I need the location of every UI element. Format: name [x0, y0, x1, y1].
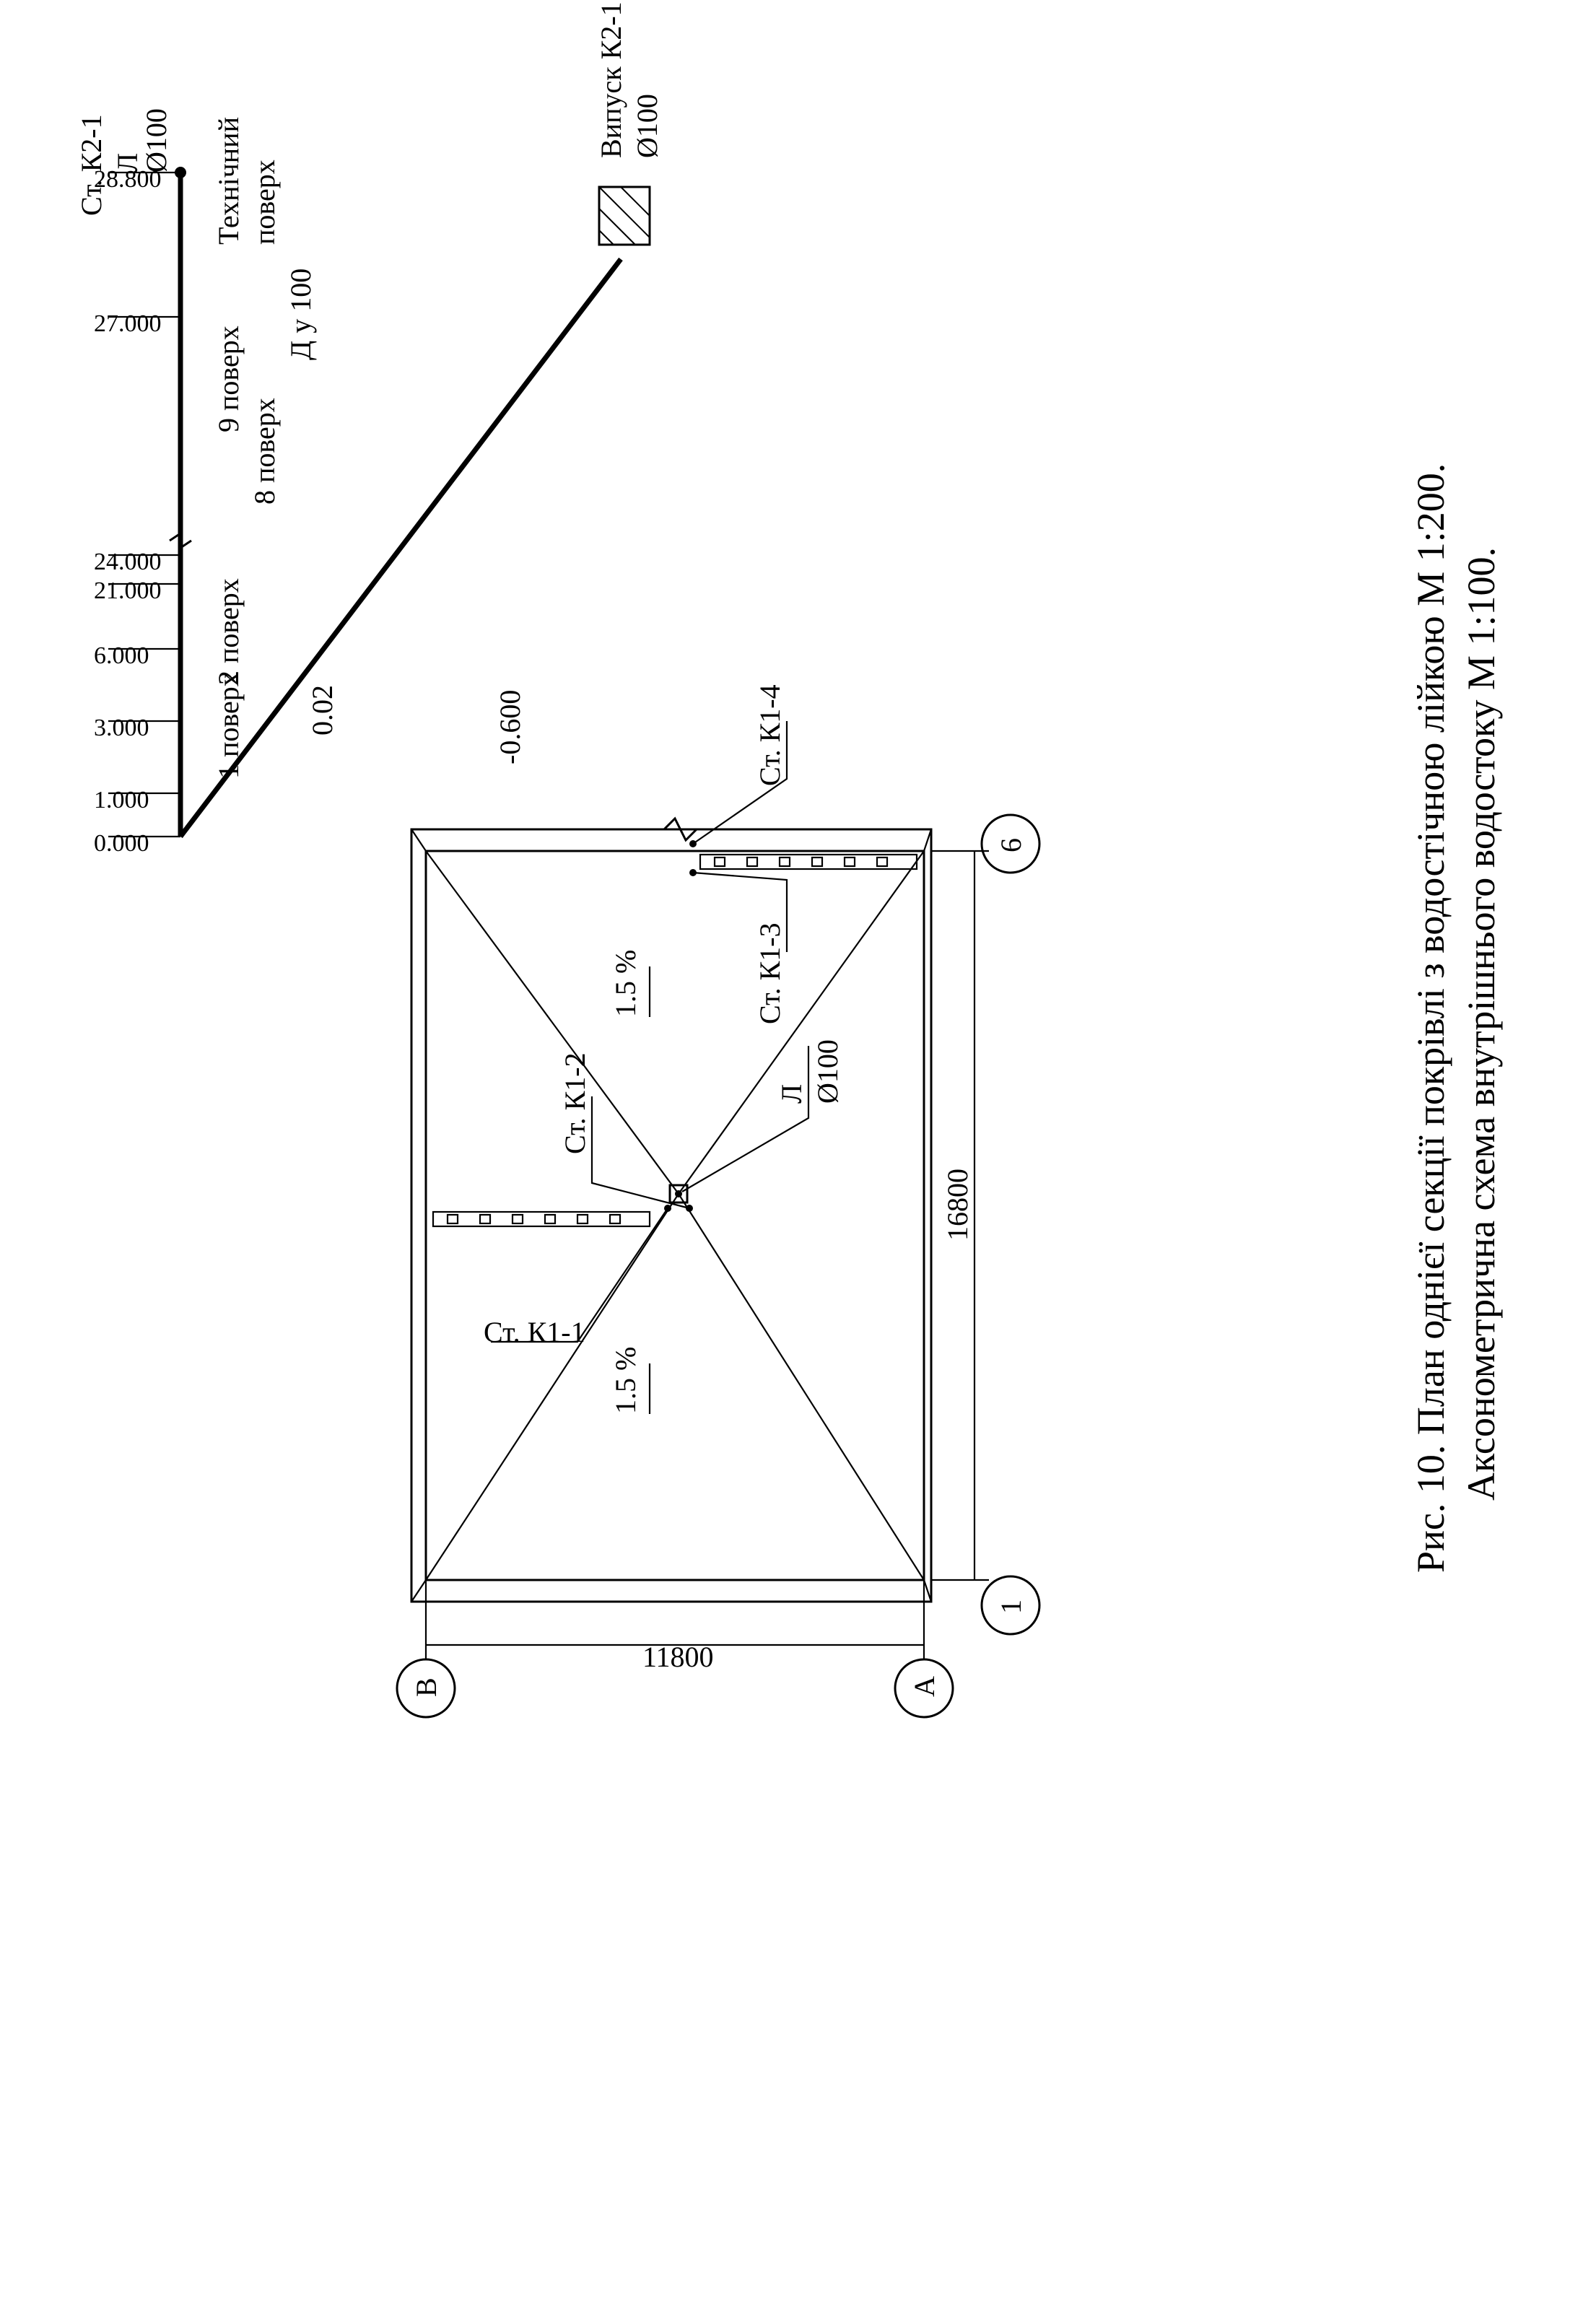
- riser-leader: [692, 871, 788, 952]
- column-cell: [811, 856, 824, 868]
- floor-2: 2 поверх: [212, 578, 245, 685]
- column-cell: [746, 856, 759, 868]
- hatch-line: [598, 208, 636, 245]
- level-24000: 24.000: [94, 549, 162, 575]
- caption-line-1: Рис. 10. План однієї секції покрівлі з в…: [1409, 463, 1452, 1573]
- column-cell: [876, 856, 889, 868]
- floor-1: 1 поверх: [212, 672, 245, 779]
- riser-k1-1-label: Ст. К1-1: [484, 1316, 585, 1348]
- hatch-line: [598, 186, 650, 238]
- riser-label: Ст. К2-1: [75, 114, 108, 216]
- corner-line: [411, 1579, 427, 1602]
- column-cell: [609, 1213, 622, 1225]
- riser-k1-3-label: Ст. К1-3: [754, 922, 786, 1024]
- level-0: 0.000: [94, 830, 149, 857]
- riser-leader: [491, 1208, 668, 1343]
- column-cell: [778, 856, 791, 868]
- slope-label-left: 1.5 %: [609, 1347, 642, 1414]
- floor-9: 9 поверх: [212, 326, 245, 432]
- column-left: [432, 1210, 651, 1228]
- column-cell: [479, 1213, 492, 1225]
- outlet-diameter: Ø100: [631, 94, 663, 158]
- outlet-pipe: [178, 257, 623, 839]
- column-rect: [699, 853, 918, 870]
- level-1000: 1.000: [94, 787, 149, 813]
- column-cell: [446, 1213, 459, 1225]
- column-right: [699, 853, 918, 870]
- riser-leader: [692, 721, 788, 844]
- column-cell: [511, 1213, 524, 1225]
- slope-label-right: 1.5 %: [609, 950, 642, 1017]
- outlet-level: -0.600: [494, 690, 526, 764]
- valley-line: [678, 850, 925, 1195]
- level-6000: 6.000: [94, 642, 149, 669]
- axis-6-label: 6: [995, 838, 1027, 852]
- floor-technical-1: Технічний: [212, 117, 245, 245]
- valley-line: [678, 1193, 925, 1581]
- floor-technical-2: поверх: [248, 160, 281, 245]
- level-28800: 28.800: [94, 166, 162, 193]
- plan-funnel-diameter: Ø100: [811, 1039, 844, 1104]
- axis-b-label: В: [410, 1677, 442, 1697]
- riser-k1-4-label: Ст. К1-4: [754, 684, 786, 786]
- break-mark: [169, 531, 192, 550]
- level-3000: 3.000: [94, 715, 149, 741]
- column-cell: [576, 1213, 589, 1225]
- break-mark: [663, 816, 698, 842]
- corner-line: [411, 829, 427, 852]
- level-markers: 28.800 27.000 24.000 21.000 6.000 3.000 …: [94, 166, 180, 857]
- valley-line: [425, 1193, 679, 1581]
- column-cell: [843, 856, 856, 868]
- level-27000: 27.000: [94, 310, 162, 337]
- dim-width: 11800: [642, 1641, 714, 1673]
- axis-bubble-b: [396, 1658, 456, 1719]
- axis-bubble-1: [980, 1575, 1041, 1636]
- riser-k1-2-label: Ст. К1-2: [559, 1052, 591, 1154]
- roof-plan: Ст. К1-1 Ст. К1-2 Ст. К1-3 Ст. К1-4 Л Ø1…: [396, 684, 1041, 1719]
- axis-bubble-a: [894, 1658, 954, 1719]
- pipe-label: Д у 100: [284, 269, 317, 360]
- funnel-leader: [681, 1046, 810, 1192]
- axis-1-label: 1: [995, 1599, 1027, 1614]
- corner-line: [923, 829, 933, 852]
- riser-leader: [590, 1096, 690, 1210]
- axis-bubble-6: [980, 813, 1041, 874]
- funnel-center: [675, 1190, 682, 1197]
- schema-funnel-type: Л: [111, 153, 144, 173]
- column-cell: [544, 1213, 557, 1225]
- outlet-name: Випуск К2-1: [595, 1, 627, 158]
- dim-length: 16800: [941, 1169, 974, 1241]
- level-21000: 21.000: [94, 577, 162, 604]
- caption-line-2: Аксонометрична схема внутрішнього водост…: [1460, 547, 1503, 1501]
- column-cell: [713, 856, 726, 868]
- riser-schema: Ст. К2-1 28.800 27.000 24.000 21.000 6.0…: [75, 1, 663, 857]
- outlet-slope: 0.02: [306, 685, 339, 736]
- corner-line: [923, 1579, 933, 1602]
- roof-inner-contour: [424, 850, 925, 1581]
- axis-a-label: А: [908, 1676, 941, 1697]
- column-rect: [432, 1210, 651, 1228]
- roof-outer-contour: [410, 828, 933, 1603]
- valley-line: [425, 850, 679, 1195]
- hatch-line: [598, 230, 614, 245]
- rotated-drawing: Рис. 10. План однієї секції покрівлі з в…: [75, 1, 1503, 1719]
- hatch-line: [620, 186, 650, 217]
- roof-funnel-icon: [668, 1184, 689, 1204]
- schema-funnel-diameter: Ø100: [140, 108, 173, 173]
- floor-8: 8 поверх: [248, 398, 281, 505]
- plan-funnel-type: Л: [775, 1084, 808, 1104]
